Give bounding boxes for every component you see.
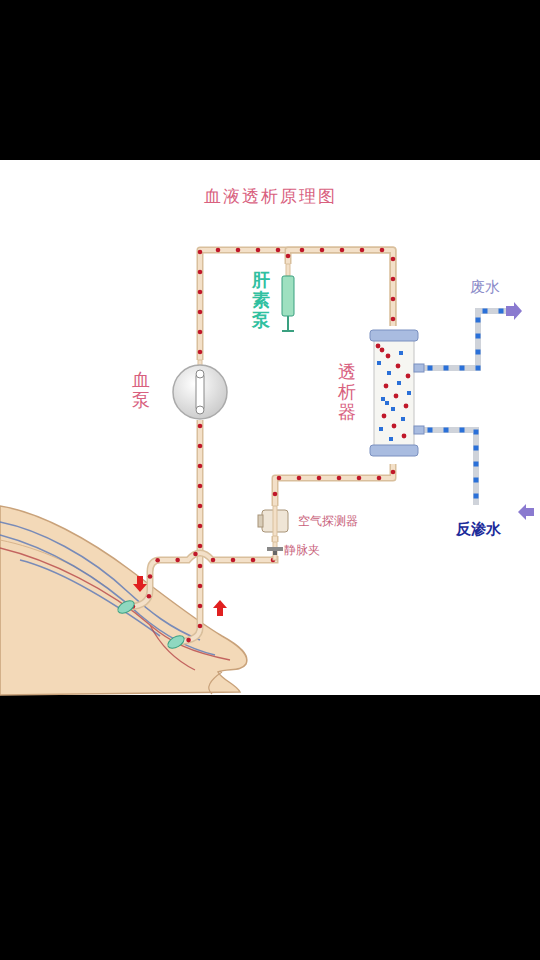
flow-arrow-down	[133, 576, 147, 592]
node-label: 静脉夹	[284, 542, 320, 559]
veins	[0, 522, 215, 655]
dialyzer: 透析器	[334, 326, 422, 464]
arterial-tube	[178, 420, 200, 642]
node-label: 肝素泵	[252, 270, 270, 329]
blood-tube	[273, 464, 396, 506]
heparin-pump: 肝素泵	[250, 264, 300, 336]
ro-water-arrow	[518, 504, 534, 520]
waste-water-label: 废水	[470, 278, 500, 297]
node-label: 透析器	[338, 362, 356, 421]
blood-tube	[286, 248, 396, 326]
node-label: 空气探测器	[298, 513, 358, 530]
node-label: 血泵	[132, 370, 150, 410]
waste-arrow	[506, 302, 522, 320]
venous-clamp: 静脉夹	[262, 542, 342, 561]
diagram-title: 血液透析原理图	[0, 185, 540, 208]
blood-pump: 血泵	[128, 360, 228, 422]
blood-cells	[131, 424, 276, 643]
venous-tube	[128, 553, 275, 607]
dialysate-line	[424, 311, 506, 505]
needle-connector	[116, 598, 187, 651]
arteries	[0, 548, 230, 670]
blood-tube	[198, 248, 396, 360]
ro-water-label: 反渗水	[456, 520, 501, 539]
blood-tube	[275, 536, 276, 542]
flow-arrow-up	[213, 600, 227, 616]
finger	[209, 672, 222, 694]
air-detector: 空气探测器	[258, 506, 393, 536]
dialysate-particles	[428, 309, 504, 499]
arm	[0, 506, 247, 695]
